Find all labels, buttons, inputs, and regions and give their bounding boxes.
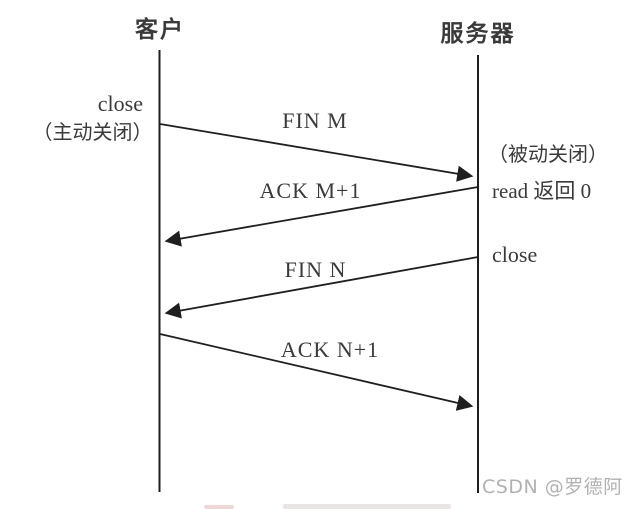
arrow-ack-n1 xyxy=(159,333,474,411)
arrow-fin-m xyxy=(159,123,474,182)
cropped-caption-remnant xyxy=(283,504,451,509)
client-close-label: close xyxy=(97,91,143,116)
message-label-ack-m1: ACK M+1 xyxy=(259,178,362,203)
server-title: 服务器 xyxy=(440,21,516,47)
csdn-watermark: CSDN @罗德阿 xyxy=(482,476,623,498)
arrow-fin-n xyxy=(164,256,479,319)
cropped-caption-remnant xyxy=(204,505,234,509)
message-label-fin-m: FIN M xyxy=(282,108,348,133)
client-title: 客户 xyxy=(135,17,185,43)
server-close-label: close xyxy=(492,242,538,267)
server-passive-close-note: （被动关闭） xyxy=(488,142,608,166)
arrow-ack-m1 xyxy=(164,186,479,247)
client-active-close-note: （主动关闭） xyxy=(32,120,153,144)
message-label-ack-n1: ACK N+1 xyxy=(280,337,380,362)
message-label-fin-n: FIN N xyxy=(284,257,347,282)
server-read-return-label: read 返回 0 xyxy=(492,179,592,203)
